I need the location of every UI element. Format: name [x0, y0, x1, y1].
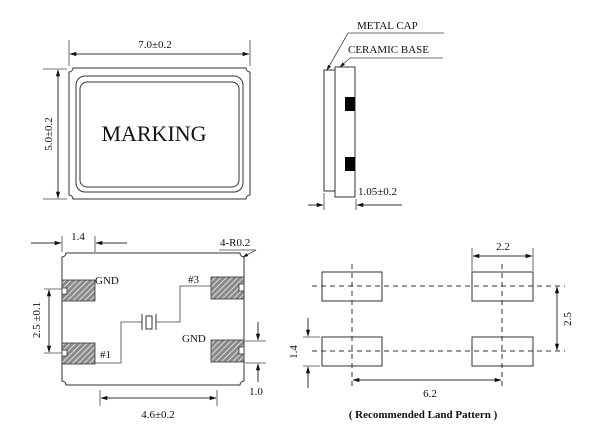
pad-1 — [61, 342, 96, 365]
pad-span-dim-label: 4.6±0.2 — [141, 409, 175, 421]
side-terminal-top — [345, 97, 355, 111]
metal-cap-label: METAL CAP — [357, 20, 418, 32]
land-pattern-title: ( Recommended Land Pattern ) — [349, 409, 498, 421]
side-terminal-bottom — [345, 157, 355, 171]
pin-gnd-bottom-label: GND — [182, 333, 206, 345]
trace-pin1 — [95, 321, 142, 364]
height-dim-label: 5.0±0.2 — [43, 117, 55, 151]
pad-width-dim-label: 1.4 — [71, 231, 85, 243]
crystal-symbol — [145, 315, 153, 330]
pin-1-label: #1 — [100, 349, 111, 361]
lid-outer — [75, 75, 244, 193]
bottom-outline — [61, 252, 245, 386]
package-outline — [68, 67, 251, 200]
ceramic-base-label: CERAMIC BASE — [348, 44, 429, 56]
side-view: METAL CAP CERAMIC BASE 1.05±0.2 — [308, 20, 444, 210]
land-pitch-h-label: 6.2 — [423, 388, 437, 400]
land-pad-width-label: 2.2 — [496, 241, 510, 253]
ceramic-base — [334, 66, 356, 198]
land-pad-height-label: 1.4 — [288, 345, 300, 359]
corner-radius-label: 4-R0.2 — [220, 237, 250, 249]
metal-cap — [323, 69, 336, 192]
bottom-view: GND #1 #3 GND 1.4 4-R0.2 2.5 ±0.1 1.0 4.… — [31, 231, 266, 421]
pad-height-dim-label: 1.0 — [249, 386, 263, 398]
marking-label: MARKING — [101, 121, 206, 146]
pad-gnd-top-left — [61, 279, 96, 302]
lid-inner — [79, 81, 240, 188]
width-dim-label: 7.0±0.2 — [138, 39, 172, 51]
pad-gnd-bottom-right — [210, 339, 245, 363]
trace-pin3 — [156, 285, 211, 323]
land-pitch-v-label: 2.5 — [562, 312, 574, 326]
pin-3-label: #3 — [188, 274, 200, 286]
thickness-dim-label: 1.05±0.2 — [358, 186, 397, 198]
pin-gnd-top-label: GND — [95, 275, 119, 287]
pad-pitch-dim-label: 2.5 ±0.1 — [31, 302, 43, 338]
land-pattern: 2.2 2.5 1.4 6.2 ( Recommended Land Patte… — [288, 241, 574, 421]
pad-3 — [210, 276, 245, 300]
top-view: MARKING 7.0±0.2 5.0±0.2 — [43, 39, 251, 200]
